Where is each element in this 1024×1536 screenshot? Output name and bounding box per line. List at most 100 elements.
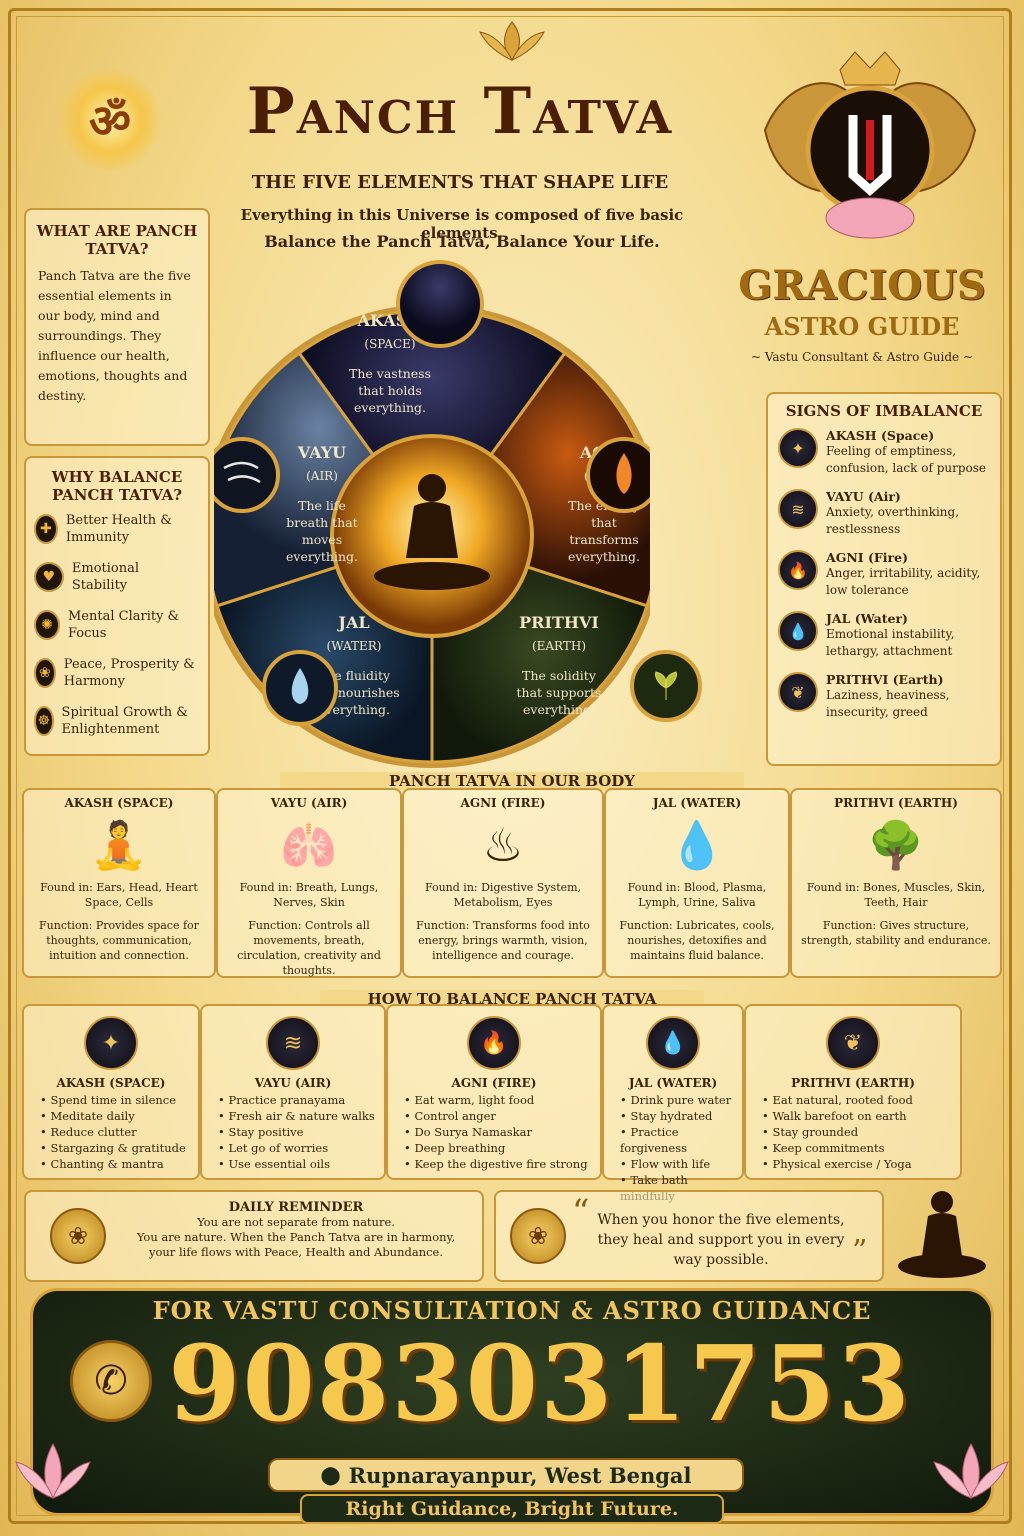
imbalance-list: ✦AKASH (Space)Feeling of emptiness, conf… [768, 428, 1000, 721]
brand-sub: ASTRO GUIDE [764, 312, 960, 341]
imbalance-item-name: AKASH (Space) [826, 428, 935, 443]
water-drop-icon: 💧 [646, 1016, 700, 1070]
meditating-silhouette-icon [898, 1191, 986, 1278]
balance-tip: Stay hydrated [620, 1108, 734, 1124]
reminder-line-3: your life flows with Peace, Health and A… [148, 1245, 444, 1259]
balance-tip: Meditate daily [40, 1108, 190, 1124]
water-drop-icon: 💧 [778, 611, 818, 651]
wind-icon: ≋ [266, 1016, 320, 1070]
brand-name: GRACIOUS [738, 262, 986, 309]
flame-icon: 🔥 [467, 1016, 521, 1070]
balance-tip: Walk barefoot on earth [762, 1108, 952, 1124]
body-section-title: PANCH TATVA IN OUR BODY [280, 772, 744, 790]
wheel-text: VAYU [297, 443, 346, 462]
water-splash-icon: 💧 [668, 818, 726, 872]
meditating-figure-icon [374, 474, 490, 590]
body-col-title: VAYU (AIR) [270, 796, 348, 810]
balance-tip: Stay positive [218, 1124, 376, 1140]
body-col-found: Found in: Ears, Head, Heart Space, Cells [40, 881, 198, 909]
location-text: Rupnarayanpur, West Bengal [348, 1462, 692, 1488]
imbalance-item-text: Anger, irritability, acidity, low tolera… [826, 566, 981, 597]
page-title: Panch Tatva [246, 74, 674, 149]
body-col-title: JAL (WATER) [652, 796, 742, 810]
lotus-icon: ❀ [34, 658, 56, 688]
why-item-label: Spiritual Growth & Enlightenment [61, 705, 188, 737]
balance-tip: Do Surya Namaskar [404, 1124, 592, 1140]
what-panel: WHAT ARE PANCH TATVA? Panch Tatva are th… [24, 208, 210, 446]
reminder-title: DAILY REMINDER [228, 1200, 364, 1215]
wheel-text: (WATER) [327, 639, 382, 653]
wheel-text: JAL [336, 613, 369, 632]
why-list: ✚Better Health & Immunity♥Emotional Stab… [26, 512, 208, 738]
shield-icon: ♥ [34, 562, 64, 592]
balance-tip: Stay grounded [762, 1124, 952, 1140]
balance-tip: Eat warm, light food [404, 1092, 592, 1108]
wheel-desc-line: that supports [517, 685, 602, 700]
balance-tip: Stargazing & gratitude [40, 1140, 190, 1156]
leaf-icon: ❦ [778, 672, 818, 712]
stomach-icon: ♨ [482, 818, 524, 872]
phone-icon[interactable]: ✆ [70, 1340, 152, 1422]
wheel-desc-line: everything. [354, 400, 426, 415]
imbalance-item: 🔥AGNI (Fire)Anger, irritability, acidity… [778, 550, 992, 599]
imbalance-item-name: VAYU (Air) [826, 489, 901, 504]
balance-col-title: VAYU (AIR) [254, 1076, 332, 1090]
cta-text: FOR VASTU CONSULTATION & ASTRO GUIDANCE [152, 1296, 872, 1325]
phone-number[interactable]: 9083031753 [168, 1322, 912, 1445]
body-col-title: PRITHVI (EARTH) [834, 796, 958, 810]
imbalance-item: ≋VAYU (Air)Anxiety, overthinking, restle… [778, 489, 992, 538]
balance-tip: Fresh air & nature walks [218, 1108, 376, 1124]
balance-tip: Chanting & mantra [40, 1156, 190, 1172]
balance-tip: Use essential oils [218, 1156, 376, 1172]
galaxy-icon: ✦ [84, 1016, 138, 1070]
why-item: ☸Spiritual Growth & Enlightenment [34, 704, 198, 738]
balance-tip: Spend time in silence [40, 1092, 190, 1108]
imbalance-item-name: AGNI (Fire) [826, 550, 908, 565]
meditation-icon: 🧘 [90, 818, 148, 872]
what-title: WHAT ARE PANCH TATVA? [36, 222, 198, 258]
imbalance-title: SIGNS OF IMBALANCE [785, 402, 983, 420]
lotus-right-icon [933, 1442, 1009, 1499]
wheel-desc-line: The solidity [522, 668, 597, 683]
balance-col-4: ❦ PRITHVI (EARTH) Eat natural, rooted fo… [744, 1004, 962, 1180]
intro-line-2: Balance the Panch Tatva, Balance Your Li… [264, 232, 660, 251]
spiritual-icon: ☸ [34, 706, 54, 736]
reminder-panel: ❀ DAILY REMINDER You are not separate fr… [24, 1190, 484, 1282]
imbalance-item: ✦AKASH (Space)Feeling of emptiness, conf… [778, 428, 992, 477]
imbalance-item-text: Anxiety, overthinking, restlessness [826, 505, 960, 536]
balance-tip: Physical exercise / Yoga [762, 1156, 952, 1172]
quote-open-icon: “ [572, 1192, 590, 1232]
balance-tip: Reduce clutter [40, 1124, 190, 1140]
slogan-text: Right Guidance, Bright Future. [345, 1498, 679, 1520]
body-col-title: AGNI (FIRE) [460, 796, 546, 810]
why-item-label: Mental Clarity & Focus [67, 609, 180, 641]
body-section: AKASH (SPACE) 🧘 Found in: Ears, Head, He… [22, 788, 1002, 986]
imbalance-panel: SIGNS OF IMBALANCE ✦AKASH (Space)Feeling… [766, 392, 1002, 766]
wheel-text: (EARTH) [532, 639, 586, 653]
balance-col-title: JAL (WATER) [628, 1076, 718, 1090]
what-text: Panch Tatva are the five essential eleme… [38, 268, 191, 403]
balance-tip: Let go of worries [218, 1140, 376, 1156]
wheel-text: PRITHVI [519, 613, 599, 632]
body-col-found: Found in: Breath, Lungs, Nerves, Skin [239, 881, 379, 909]
page-subtitle: THE FIVE ELEMENTS THAT SHAPE LIFE [251, 172, 669, 193]
wheel-desc-line: moves [302, 532, 342, 547]
body-col-found: Found in: Bones, Muscles, Skin, Teeth, H… [806, 881, 986, 909]
quote-text: When you honor the five elements, they h… [597, 1212, 845, 1268]
balance-tip: Control anger [404, 1108, 592, 1124]
imbalance-item-text: Laziness, heaviness, insecurity, greed [826, 688, 950, 719]
balance-tip: Deep breathing [404, 1140, 592, 1156]
tree-icon: 🌳 [867, 818, 925, 872]
imbalance-item-text: Feeling of emptiness, confusion, lack of… [826, 444, 987, 475]
why-item-label: Peace, Prosperity & Harmony [63, 657, 195, 689]
location-bar: ⬤ Rupnarayanpur, West Bengal [268, 1458, 744, 1492]
imbalance-item-text: Emotional instability, lethargy, attachm… [826, 627, 955, 658]
why-item: ✺Mental Clarity & Focus [34, 608, 198, 642]
balance-col-title: AGNI (FIRE) [451, 1076, 537, 1090]
wheel-desc-line: The life [298, 498, 346, 513]
body-col-function: Function: Gives structure, strength, sta… [801, 919, 991, 947]
wheel-desc-line: breath that [286, 515, 357, 530]
intro-line-1: Everything in this Universe is composed … [240, 206, 684, 242]
